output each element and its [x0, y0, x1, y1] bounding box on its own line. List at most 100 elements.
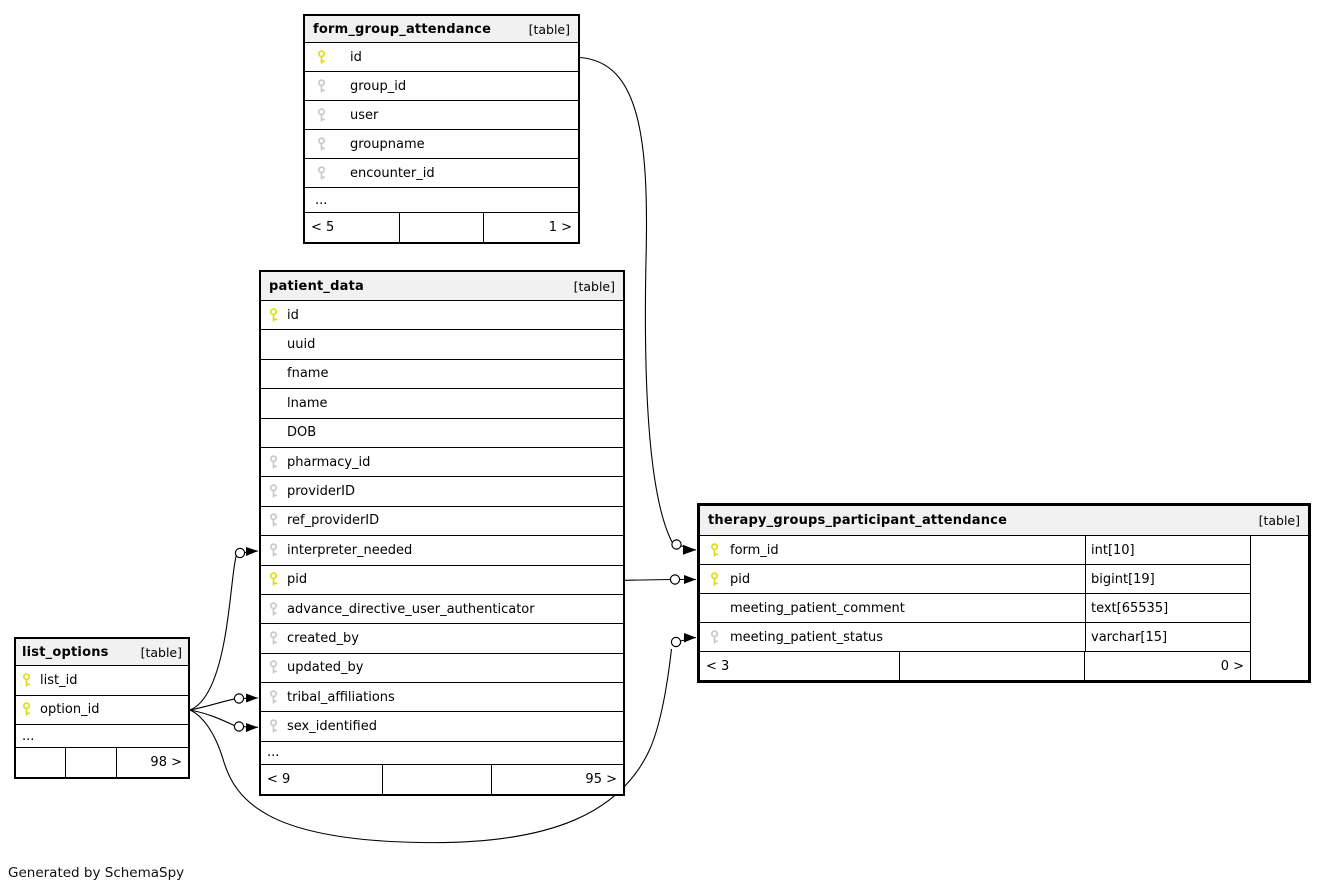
table-badge: [table] — [573, 278, 615, 294]
footer-children-count: < 5 — [305, 213, 400, 242]
column-row: created_by — [261, 624, 623, 654]
column-name: group_id — [350, 78, 407, 94]
column-name: uuid — [287, 337, 316, 353]
fk-curve-listoptions-to-therapy-status — [189, 648, 673, 844]
column-row: advance_directive_user_authenticator — [261, 594, 623, 625]
column-row: DOB — [261, 418, 623, 448]
cardinality-circle — [233, 721, 245, 732]
fk-curve-formgroup-id-to-therapy-formid — [579, 56, 673, 543]
foreign-key-icon — [269, 719, 287, 734]
cardinality-circle — [671, 539, 682, 550]
primary-key-icon — [22, 702, 40, 717]
primary-key-icon — [710, 542, 730, 558]
table-badge: [table] — [528, 21, 570, 37]
column-row: updated_by — [261, 653, 623, 684]
column-name: interpreter_needed — [287, 542, 413, 558]
column-name: user — [350, 107, 379, 123]
column-name: sex_identified — [287, 719, 377, 735]
foreign-key-icon — [269, 513, 287, 528]
column-name: meeting_patient_comment — [730, 600, 905, 616]
table-node-list-options[interactable]: list_options [table] list_id option_id .… — [14, 637, 190, 779]
arrowhead-icon — [246, 547, 258, 556]
table-title[interactable]: list_options — [22, 644, 109, 660]
table-header: list_options [table] — [16, 639, 188, 666]
column-name: updated_by — [287, 660, 364, 676]
table-title[interactable]: form_group_attendance — [313, 21, 492, 37]
column-name: meeting_patient_status — [730, 629, 884, 645]
hidden-columns-ellipsis: ... — [261, 742, 623, 765]
column-row: meeting_patient_status varchar[15] — [700, 623, 1250, 652]
footer-parents-count: 95 > — [585, 771, 617, 787]
column-name: DOB — [287, 425, 317, 441]
foreign-key-icon — [269, 601, 287, 617]
table-title[interactable]: therapy_groups_participant_attendance — [708, 513, 1008, 528]
primary-key-icon — [22, 672, 40, 688]
table-footer: < 5 1 > — [305, 213, 578, 242]
foreign-key-icon — [269, 631, 287, 646]
column-row: option_id — [16, 695, 188, 725]
cardinality-circle — [669, 574, 681, 585]
footer-children-count: < 3 — [700, 652, 900, 680]
column-name: providerID — [287, 484, 356, 500]
column-row: id — [261, 301, 623, 331]
column-name: tribal_affiliations — [287, 689, 395, 705]
hidden-columns-ellipsis: ... — [16, 725, 188, 748]
column-type: text[65535] — [1085, 594, 1250, 622]
table-header: therapy_groups_participant_attendance [t… — [700, 506, 1308, 536]
column-row: fname — [261, 359, 623, 390]
fk-curve-listoptions-to-patient-interpreter — [189, 553, 238, 711]
table-title[interactable]: patient_data — [269, 278, 364, 294]
table-header: form_group_attendance [table] — [305, 16, 578, 43]
cardinality-circle — [234, 547, 246, 559]
column-name: ref_providerID — [287, 513, 380, 529]
column-row: user — [305, 101, 578, 130]
column-row: pid — [261, 565, 623, 595]
column-name: encounter_id — [350, 165, 435, 181]
table-footer: < 3 0 > — [700, 652, 1250, 680]
hidden-columns-ellipsis: ... — [305, 188, 578, 213]
column-name: created_by — [287, 630, 359, 646]
foreign-key-icon — [269, 543, 287, 558]
foreign-key-icon — [269, 660, 287, 675]
footer-parents-count: 0 > — [1220, 658, 1244, 674]
table-node-therapy-groups-participant-attendance[interactable]: therapy_groups_participant_attendance [t… — [697, 503, 1311, 683]
column-name: pid — [730, 571, 751, 587]
cardinality-circle — [670, 636, 682, 648]
column-type: varchar[15] — [1085, 623, 1250, 651]
table-node-form-group-attendance[interactable]: form_group_attendance [table] id group_i… — [303, 14, 580, 244]
column-row: tribal_affiliations — [261, 683, 623, 713]
generated-by-note: Generated by SchemaSpy — [8, 865, 185, 881]
table-footer: < 9 95 > — [261, 764, 623, 794]
footer-middle-cell — [383, 764, 492, 794]
arrowhead-icon — [246, 693, 258, 703]
column-row: providerID — [261, 477, 623, 507]
column-name: groupname — [350, 136, 425, 152]
column-row: uuid — [261, 330, 623, 360]
fk-curve-listoptions-to-patient-sex — [189, 709, 236, 727]
footer-children-count: < 9 — [261, 764, 383, 794]
column-row: groupname — [305, 130, 578, 159]
column-name: pid — [287, 572, 308, 588]
cardinality-circle — [233, 693, 245, 704]
primary-key-icon — [269, 307, 287, 323]
column-row: encounter_id — [305, 159, 578, 188]
table-footer: 98 > — [16, 748, 188, 777]
footer-middle-cell — [66, 748, 117, 777]
column-name: form_id — [730, 542, 779, 558]
column-row: id — [305, 43, 578, 72]
empty-side-column — [1250, 536, 1308, 680]
foreign-key-icon — [317, 136, 350, 152]
column-name: list_id — [40, 672, 78, 688]
table-badge: [table] — [140, 644, 182, 660]
column-row: list_id — [16, 666, 188, 696]
primary-key-icon — [710, 571, 730, 587]
column-type: int[10] — [1085, 536, 1250, 564]
column-row: lname — [261, 389, 623, 419]
table-node-patient-data[interactable]: patient_data [table] id uuid fname lname… — [259, 270, 625, 796]
column-name: id — [350, 49, 362, 65]
column-name: id — [287, 307, 299, 323]
column-name: fname — [287, 366, 329, 382]
foreign-key-icon — [269, 484, 287, 499]
arrowhead-icon — [246, 723, 258, 732]
